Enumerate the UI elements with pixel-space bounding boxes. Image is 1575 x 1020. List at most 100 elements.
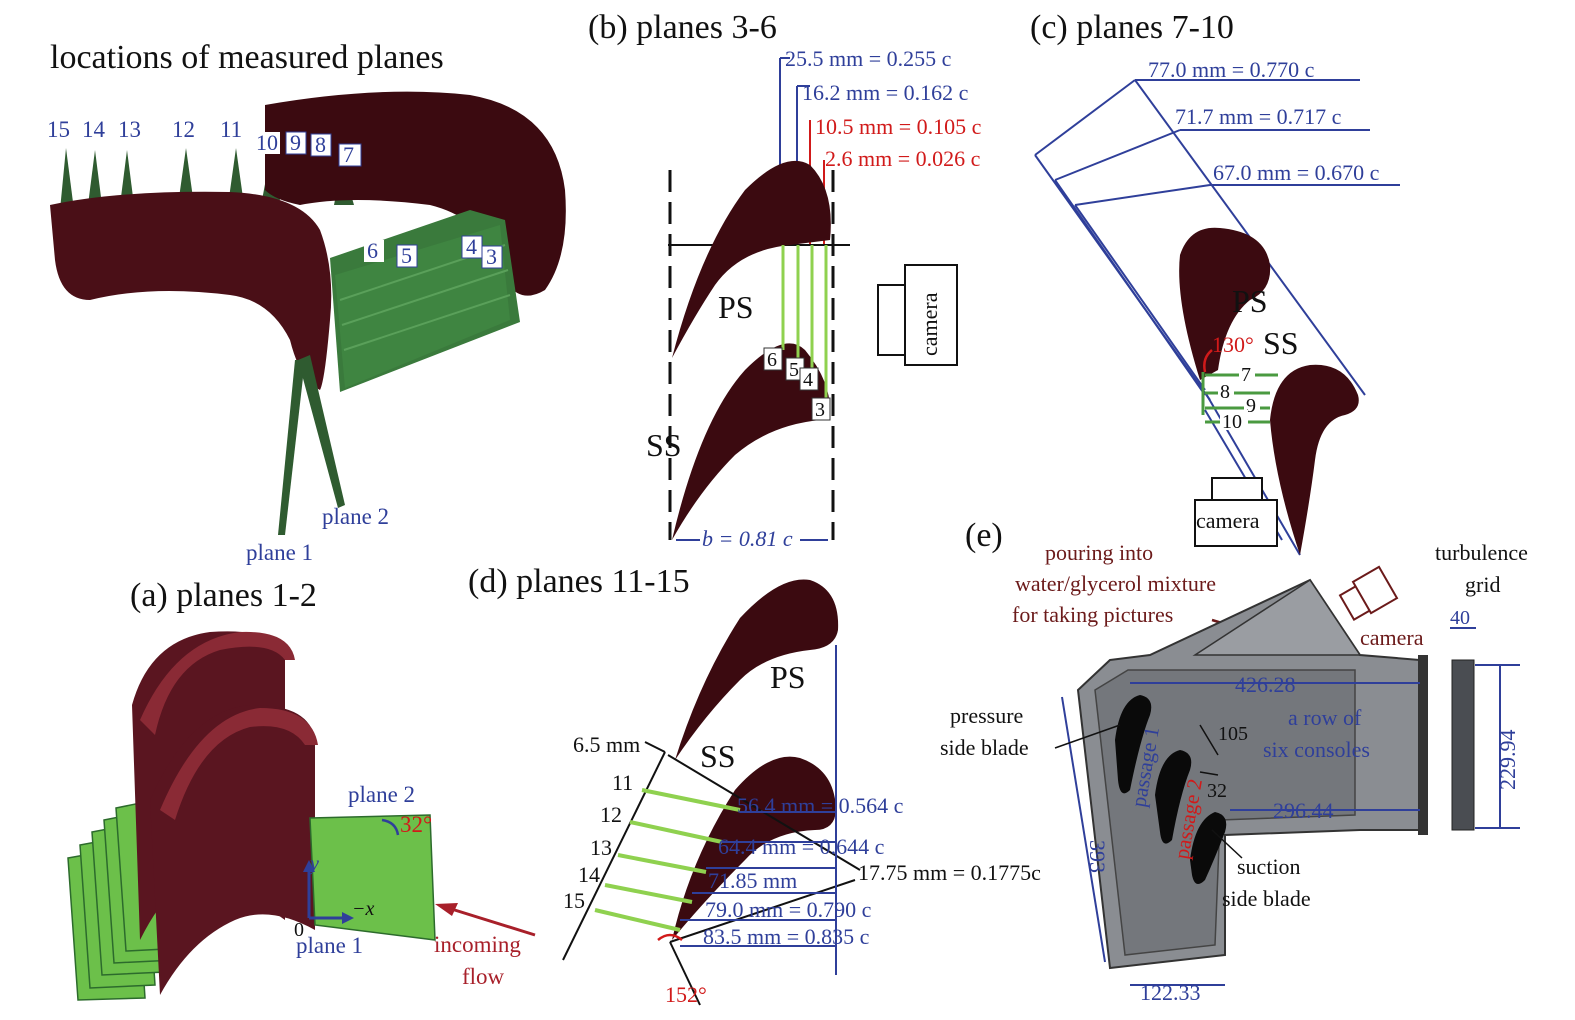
axis-y-label: y — [308, 853, 319, 875]
plane-num-7: 7 — [343, 142, 354, 167]
panel-a-lower: (a) planes 1-2 y −x 0 plane 2 32° plane … — [67, 577, 536, 1001]
panel-c-ss: SS — [1263, 325, 1299, 361]
x-axis-arrow — [342, 912, 354, 924]
tank-top-window — [1192, 578, 1362, 656]
plane-2-sheet — [309, 814, 436, 941]
origin-label: 0 — [294, 919, 304, 941]
panel-c-camera: camera — [1194, 477, 1278, 547]
panel-a-title: locations of measured planes — [50, 39, 444, 76]
panel-e-camera-label: camera — [1360, 625, 1424, 650]
pouring-line-3: for taking pictures — [1012, 602, 1173, 627]
panel-d-plane-numbers: 11 12 13 14 15 — [563, 770, 633, 913]
plane-num-5: 5 — [401, 243, 412, 268]
lower-plane-1-label: plane 1 — [296, 933, 363, 958]
panel-b-num-4: 4 — [803, 369, 813, 391]
dim-105-line — [1199, 724, 1219, 756]
dim-122-33: 122.33 — [1140, 980, 1201, 1005]
panel-d-title: (d) planes 11-15 — [468, 563, 690, 600]
panel-b-camera: camera — [877, 264, 958, 366]
panel-e: (e) pouring into water/glycerol mixture … — [940, 517, 1528, 1005]
incoming-flow-arrow — [444, 905, 536, 937]
y-axis-arrow — [303, 860, 315, 872]
tank-blade-2 — [1155, 750, 1192, 844]
offset-6-5mm: 6.5 mm — [573, 732, 640, 757]
dim-17-75: 17.75 mm = 0.1775c — [858, 860, 1041, 885]
dim-83-5: 83.5 mm = 0.835 c — [703, 924, 870, 949]
num-bg-10 — [1220, 410, 1248, 430]
pouring-line-2: water/glycerol mixture — [1015, 571, 1216, 596]
panel-e-camera-icon — [1338, 565, 1399, 621]
num-box-3 — [811, 397, 831, 421]
dim-105: 105 — [1218, 723, 1248, 745]
tank-blade-1 — [1115, 695, 1152, 794]
panel-e-label: (e) — [965, 517, 1003, 554]
panel-d-lower-blade — [672, 756, 836, 940]
panel-b-upper-blade — [672, 160, 831, 358]
turbulence-label: turbulence — [1435, 540, 1528, 565]
panel-c-title: (c) planes 7-10 — [1030, 9, 1234, 46]
suction-leader — [1211, 829, 1243, 859]
panel-c: (c) planes 7-10 77.0 mm = 0.770 c 71.7 m… — [1030, 9, 1400, 556]
angle-32-label: 32° — [400, 812, 432, 837]
side-blade-label-1: side blade — [940, 735, 1029, 760]
plane-num-9: 9 — [290, 130, 301, 155]
panel-d-num-13: 13 — [590, 835, 612, 860]
plane-num-13: 13 — [118, 117, 141, 142]
pitch-label: b = 0.81 c — [702, 526, 793, 551]
pressure-leader — [1054, 724, 1121, 749]
plane-num-3: 3 — [486, 244, 497, 269]
plane-num-15: 15 — [47, 117, 70, 142]
boxed-plane-numbers-mid: 6 5 4 3 — [364, 234, 503, 269]
panel-d-ss: SS — [700, 738, 736, 774]
lower-plane-2-label: plane 2 — [348, 782, 415, 807]
dim-71-85: 71.85 mm — [708, 868, 797, 893]
plane-2-label: plane 2 — [322, 504, 389, 529]
dim-393: 393 — [1085, 840, 1110, 873]
plane-num-10: 10 — [256, 130, 278, 155]
panel-b-num-5: 5 — [789, 359, 799, 381]
row-text-2: six consoles — [1263, 737, 1370, 762]
panel-a-caption: (a) planes 1-2 — [130, 577, 317, 614]
panel-c-num-9: 9 — [1246, 395, 1256, 417]
dim-16-2: 16.2 mm = 0.162 c — [802, 80, 969, 105]
plane-1-shape — [278, 360, 305, 535]
dim-56-4: 56.4 mm = 0.564 c — [737, 793, 904, 818]
panel-d-num-14: 14 — [578, 862, 600, 887]
dim-25-5: 25.5 mm = 0.255 c — [785, 46, 952, 71]
boxed-plane-numbers-top: 10 9 8 7 — [256, 130, 362, 167]
pressure-label: pressure — [950, 703, 1023, 728]
panel-b-num-3: 3 — [815, 399, 825, 421]
lower-blade-front-highlight — [160, 708, 318, 820]
dim-10-5: 10.5 mm = 0.105 c — [815, 114, 982, 139]
num-box-6 — [763, 347, 783, 371]
dim-426-28: 426.28 — [1235, 672, 1296, 697]
dim-32-line — [1199, 771, 1219, 776]
tank-inner — [1094, 669, 1356, 956]
turbulence-grid — [1451, 659, 1475, 831]
plane-1-label: plane 1 — [246, 540, 313, 565]
flow-label: flow — [462, 964, 505, 989]
grid-flange — [1418, 655, 1428, 835]
angle-arc — [381, 818, 400, 836]
grid-width-40: 40 — [1450, 607, 1470, 629]
pouring-line-1: pouring into — [1045, 540, 1153, 565]
dim-229-94: 229.94 — [1495, 730, 1520, 791]
num-bg-8 — [1218, 380, 1234, 400]
panel-b-camera-label: camera — [917, 292, 942, 356]
side-blade-label-2: side blade — [1222, 886, 1311, 911]
front-blade — [50, 191, 332, 390]
plane-num-4: 4 — [466, 234, 477, 259]
panel-b: (b) planes 3-6 25.5 mm = 0.255 c 16.2 mm… — [588, 9, 982, 551]
panel-d-upper-blade — [675, 579, 839, 760]
dim-64-4: 64.4 mm = 0.644 c — [718, 834, 885, 859]
dim-71-7: 71.7 mm = 0.717 c — [1175, 104, 1342, 129]
dim-32: 32 — [1207, 780, 1227, 802]
plane-num-8: 8 — [315, 132, 326, 157]
panel-c-camera-label: camera — [1196, 508, 1260, 533]
angle-130-arc — [1203, 349, 1213, 373]
panel-d-num-12: 12 — [600, 802, 622, 827]
panel-d: (d) planes 11-15 PS SS 6.5 mm 11 12 13 1… — [468, 563, 1041, 1007]
dim-67: 67.0 mm = 0.670 c — [1213, 160, 1380, 185]
panel-b-ps: PS — [718, 289, 754, 325]
